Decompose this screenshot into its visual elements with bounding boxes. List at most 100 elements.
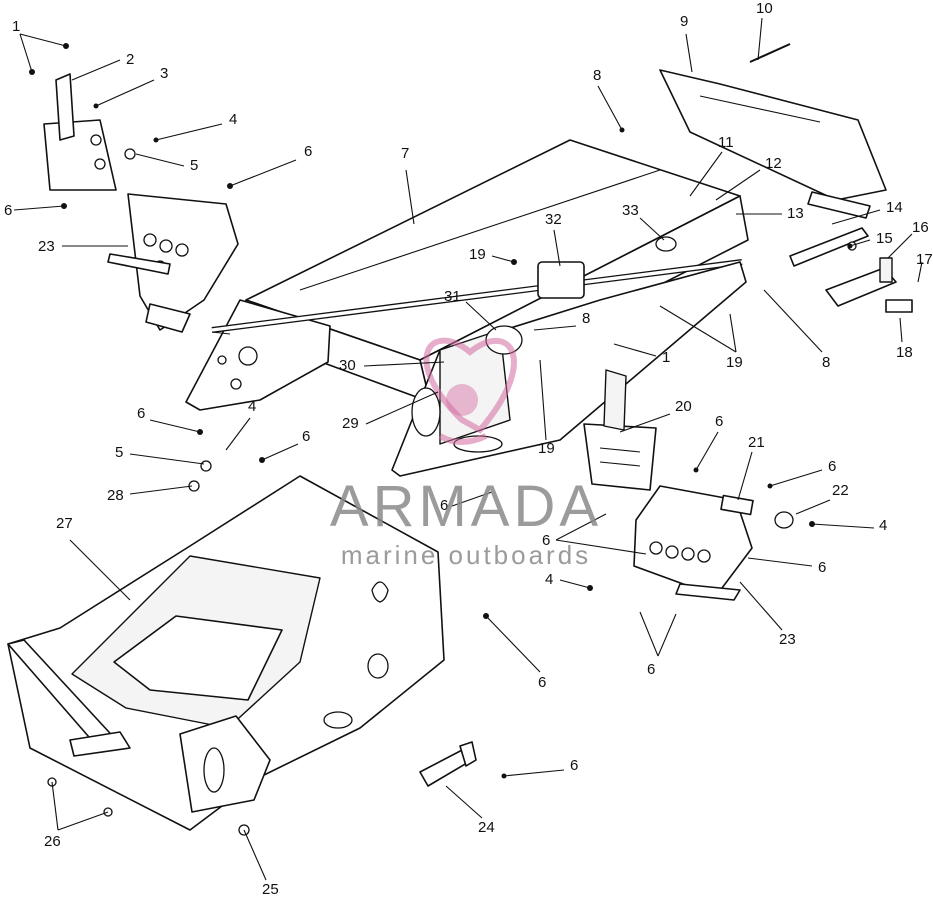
callout-leader-line xyxy=(849,239,871,247)
callout-number-10: 10 xyxy=(756,0,773,17)
callout-number-12: 12 xyxy=(765,155,782,172)
watermark-tagline: marine outboards xyxy=(341,540,591,570)
callout-number-23: 23 xyxy=(38,238,55,255)
callout-number-6: 6 xyxy=(538,674,546,691)
callout-leader-line xyxy=(465,301,497,331)
callout-number-21: 21 xyxy=(748,434,765,451)
mount-23-left xyxy=(107,193,239,333)
callout-number-14: 14 xyxy=(886,199,903,216)
callout-leader-line xyxy=(657,613,677,657)
callout-number-6: 6 xyxy=(304,143,312,160)
callout-leader-line xyxy=(887,233,913,259)
callout-number-6: 6 xyxy=(4,202,12,219)
callout-leader-line xyxy=(503,769,565,777)
callout-number-9: 9 xyxy=(680,13,688,30)
callout-number-23: 23 xyxy=(779,631,796,648)
callout-leader-line xyxy=(559,579,591,589)
callout-number-33: 33 xyxy=(622,202,639,219)
callout-leader-line xyxy=(95,79,155,107)
callout-leader-line xyxy=(917,261,923,283)
callout-number-31: 31 xyxy=(444,288,461,305)
callout-leader-line xyxy=(747,557,813,567)
engine-mount-20 xyxy=(583,369,657,491)
callout-leader-line xyxy=(689,151,723,197)
callout-leader-line xyxy=(57,811,109,831)
callout-number-6: 6 xyxy=(302,428,310,445)
callout-number-30: 30 xyxy=(339,357,356,374)
belly-pan-27 xyxy=(7,475,445,831)
callout-number-2: 2 xyxy=(126,51,134,68)
callout-number-6: 6 xyxy=(542,532,550,549)
callout-leader-line xyxy=(13,205,65,211)
callout-leaders xyxy=(13,17,923,881)
callout-number-5: 5 xyxy=(115,444,123,461)
callout-leader-line xyxy=(555,513,607,541)
callout-leader-line xyxy=(229,159,297,187)
callout-leader-line xyxy=(365,391,439,425)
callout-leader-line xyxy=(225,417,251,451)
callout-number-29: 29 xyxy=(342,415,359,432)
hitch-16 xyxy=(825,257,913,313)
callout-leader-line xyxy=(69,539,131,601)
callout-leader-line xyxy=(685,33,693,73)
callout-leader-line xyxy=(149,419,201,433)
callout-number-7: 7 xyxy=(401,145,409,162)
callout-leader-line xyxy=(899,317,903,343)
callout-leader-line xyxy=(715,169,761,201)
bracket-14 xyxy=(789,191,871,267)
callout-leader-line xyxy=(811,523,875,529)
callout-number-6: 6 xyxy=(647,661,655,678)
callout-leader-line xyxy=(485,615,541,673)
callout-number-4: 4 xyxy=(229,111,237,128)
callout-leader-line xyxy=(71,59,121,81)
callout-leader-line xyxy=(243,829,267,881)
callout-leader-line xyxy=(613,343,657,357)
callout-number-15: 15 xyxy=(876,230,893,247)
callout-number-19: 19 xyxy=(538,440,555,457)
callout-number-18: 18 xyxy=(896,344,913,361)
callout-number-11: 11 xyxy=(718,134,734,151)
callout-leader-line xyxy=(155,123,223,141)
bracket-21-22 xyxy=(720,494,794,529)
steering-post-2 xyxy=(29,43,117,191)
callout-number-6: 6 xyxy=(570,757,578,774)
callout-number-22: 22 xyxy=(832,482,849,499)
callout-leader-line xyxy=(763,289,823,353)
callout-leader-line xyxy=(695,431,719,471)
callout-leader-line xyxy=(363,361,445,367)
callout-number-28: 28 xyxy=(107,487,124,504)
cross-rod xyxy=(211,259,743,333)
callout-leader-line xyxy=(737,451,753,501)
callout-number-19: 19 xyxy=(726,354,743,371)
callout-number-8: 8 xyxy=(822,354,830,371)
callout-leader-line xyxy=(639,217,665,241)
callout-number-26: 26 xyxy=(44,833,61,850)
callout-leader-line xyxy=(135,153,185,167)
callout-number-5: 5 xyxy=(190,157,198,174)
callout-leader-line xyxy=(445,785,483,819)
callout-leader-line xyxy=(451,491,493,507)
callout-leader-line xyxy=(261,443,299,461)
callout-leader-line xyxy=(19,33,33,73)
callout-leader-line xyxy=(553,229,561,267)
callout-number-6: 6 xyxy=(818,559,826,576)
callout-leader-line xyxy=(51,781,59,831)
callout-number-20: 20 xyxy=(675,398,692,415)
callout-leader-line xyxy=(19,33,67,47)
callout-leader-line xyxy=(129,453,205,465)
right-rail xyxy=(659,43,887,201)
callout-number-25: 25 xyxy=(262,881,279,898)
callout-leader-line xyxy=(659,305,737,353)
callout-number-27: 27 xyxy=(56,515,73,532)
callout-number-6: 6 xyxy=(137,405,145,422)
callout-leader-line xyxy=(597,85,623,131)
callout-number-1: 1 xyxy=(662,349,670,366)
callout-leader-line xyxy=(831,209,881,225)
callout-number-6: 6 xyxy=(440,497,448,514)
callout-number-32: 32 xyxy=(545,211,562,228)
callout-number-16: 16 xyxy=(912,219,929,236)
callout-number-13: 13 xyxy=(787,205,804,222)
callout-number-1: 1 xyxy=(12,18,20,35)
